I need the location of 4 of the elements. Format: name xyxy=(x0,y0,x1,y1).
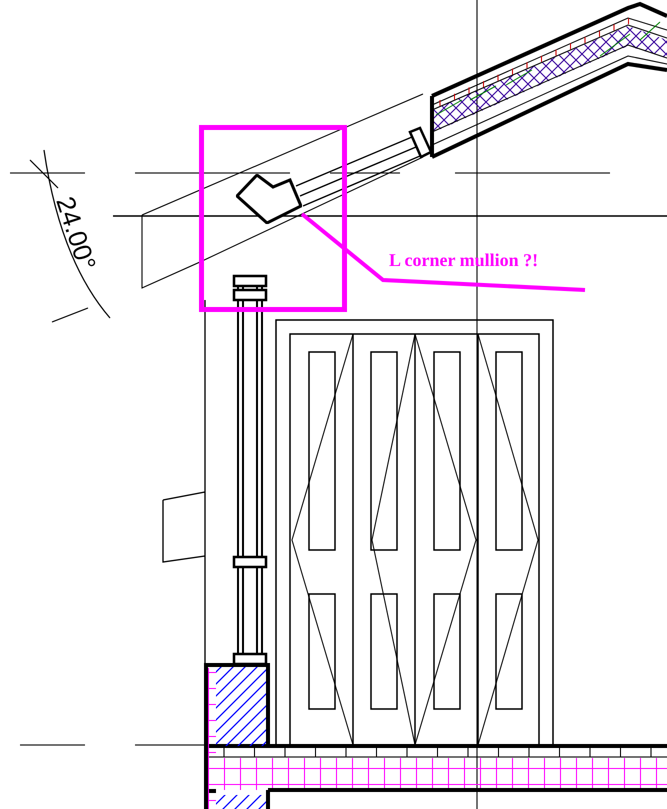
corner-mullion-drawing xyxy=(236,174,302,224)
leader-line xyxy=(300,212,586,292)
angle-dimension-text: 24.00° xyxy=(49,192,102,274)
highlight-rectangle xyxy=(199,125,347,312)
